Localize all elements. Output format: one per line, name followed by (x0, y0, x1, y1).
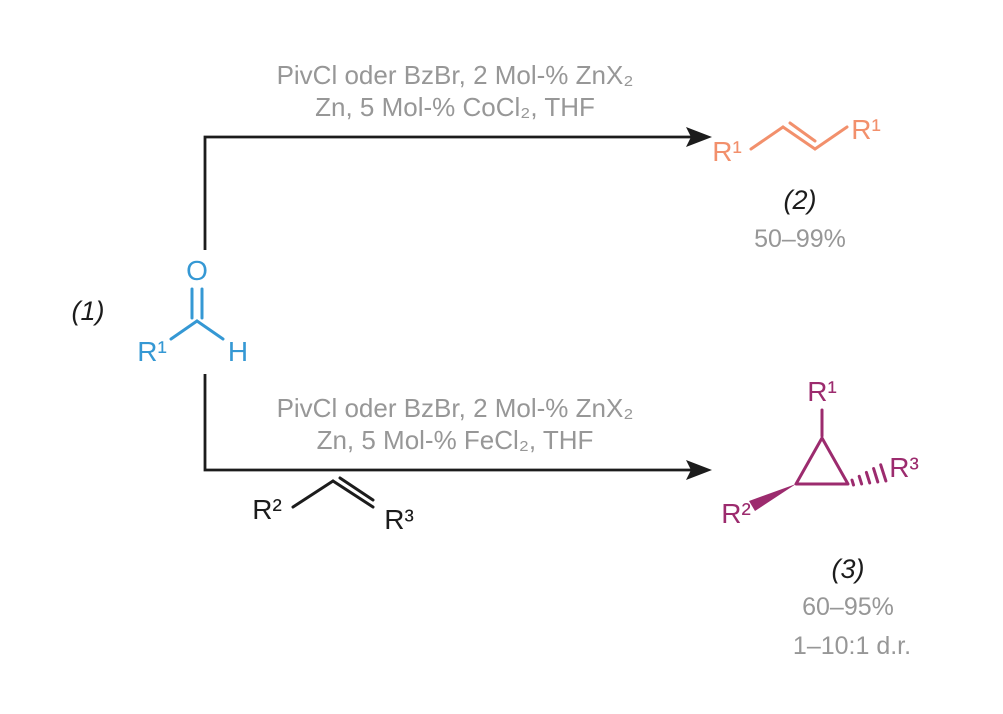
bottom-conditions-line1: PivCl oder BzBr, 2 Mol-% ZnX₂ (277, 393, 634, 423)
substrate-r1-label: R¹ (137, 336, 167, 367)
cyclopropane-r3-label: R³ (889, 452, 919, 483)
cyclopropane-bonds (794, 408, 888, 487)
bottom-reaction-conditions: PivCl oder BzBr, 2 Mol-% ZnX₂ Zn, 5 Mol-… (277, 393, 634, 455)
hash-wedge-mark-4 (872, 467, 880, 484)
product-cyclopropane-structure: R¹ R² R³ (3) 60–95% 1–10:1 d.r. (721, 376, 919, 660)
alkene-r1-left-label: R¹ (712, 136, 742, 167)
cyclopropane-ring (794, 436, 850, 486)
substrate-atom-labels: O R¹ H (137, 255, 248, 367)
reagent-bond-1 (291, 479, 335, 509)
alkene-double-bond-main (781, 125, 817, 151)
cyclopropane-r2-label: R² (721, 498, 751, 529)
hash-wedge-mark-2 (857, 474, 864, 486)
bond-c-h (195, 319, 225, 341)
top-conditions-line2: Zn, 5 Mol-% CoCl₂, THF (315, 92, 595, 122)
bottom-conditions-line2: Zn, 5 Mol-% FeCl₂, THF (317, 425, 594, 455)
top-reaction-conditions: PivCl oder BzBr, 2 Mol-% ZnX₂ Zn, 5 Mol-… (277, 60, 634, 122)
reagent-r2-label: R² (252, 494, 282, 525)
compound-3-dr: 1–10:1 d.r. (793, 632, 911, 660)
product-alkene-structure: R¹ R¹ (2) 50–99% (712, 114, 881, 253)
alkene-bond-2 (813, 125, 849, 151)
cyclopropane-atom-labels: R¹ R² R³ (721, 376, 919, 529)
reagent-bonds (291, 476, 375, 509)
hash-wedge-mark-1 (850, 478, 855, 487)
alkene-double-bond-inner (788, 121, 817, 143)
substrate-aldehyde-structure: O R¹ H (1) (72, 255, 249, 367)
top-reaction-arrow (203, 127, 712, 250)
substrate-bonds (169, 287, 225, 341)
bottom-reaction-arrow (203, 374, 712, 480)
carbonyl-oxygen-label: O (186, 255, 208, 286)
compound-1-number: (1) (72, 296, 105, 326)
top-arrow-head-icon (686, 127, 712, 147)
top-arrow-line (203, 135, 694, 250)
compound-3-yield: 60–95% (802, 593, 894, 621)
hash-wedge-mark-5 (879, 463, 888, 483)
reagent-r3-label: R³ (384, 504, 414, 535)
aldehyde-h-label: H (228, 336, 248, 367)
reagent-alkene-structure: R² R³ (252, 476, 414, 535)
bottom-arrow-head-icon (686, 460, 712, 480)
reagent-double-bond-inner (338, 476, 375, 502)
alkene-bonds (749, 121, 849, 151)
reagent-double-bond-main (331, 479, 375, 509)
reagent-atom-labels: R² R³ (252, 494, 414, 535)
top-conditions-line1: PivCl oder BzBr, 2 Mol-% ZnX₂ (277, 60, 634, 90)
hash-wedge-mark-3 (864, 470, 872, 485)
compound-3-number: (3) (832, 554, 865, 584)
bottom-arrow-line (203, 374, 694, 472)
cyclopropane-r1-label: R¹ (807, 376, 837, 407)
alkene-bond-1 (749, 125, 785, 151)
alkene-atom-labels: R¹ R¹ (712, 114, 881, 167)
compound-2-yield: 50–99% (754, 225, 846, 253)
alkene-r1-right-label: R¹ (851, 114, 881, 145)
bond-c-r1 (169, 319, 199, 341)
bold-wedge-bond (749, 484, 796, 511)
compound-2-number: (2) (784, 185, 817, 215)
